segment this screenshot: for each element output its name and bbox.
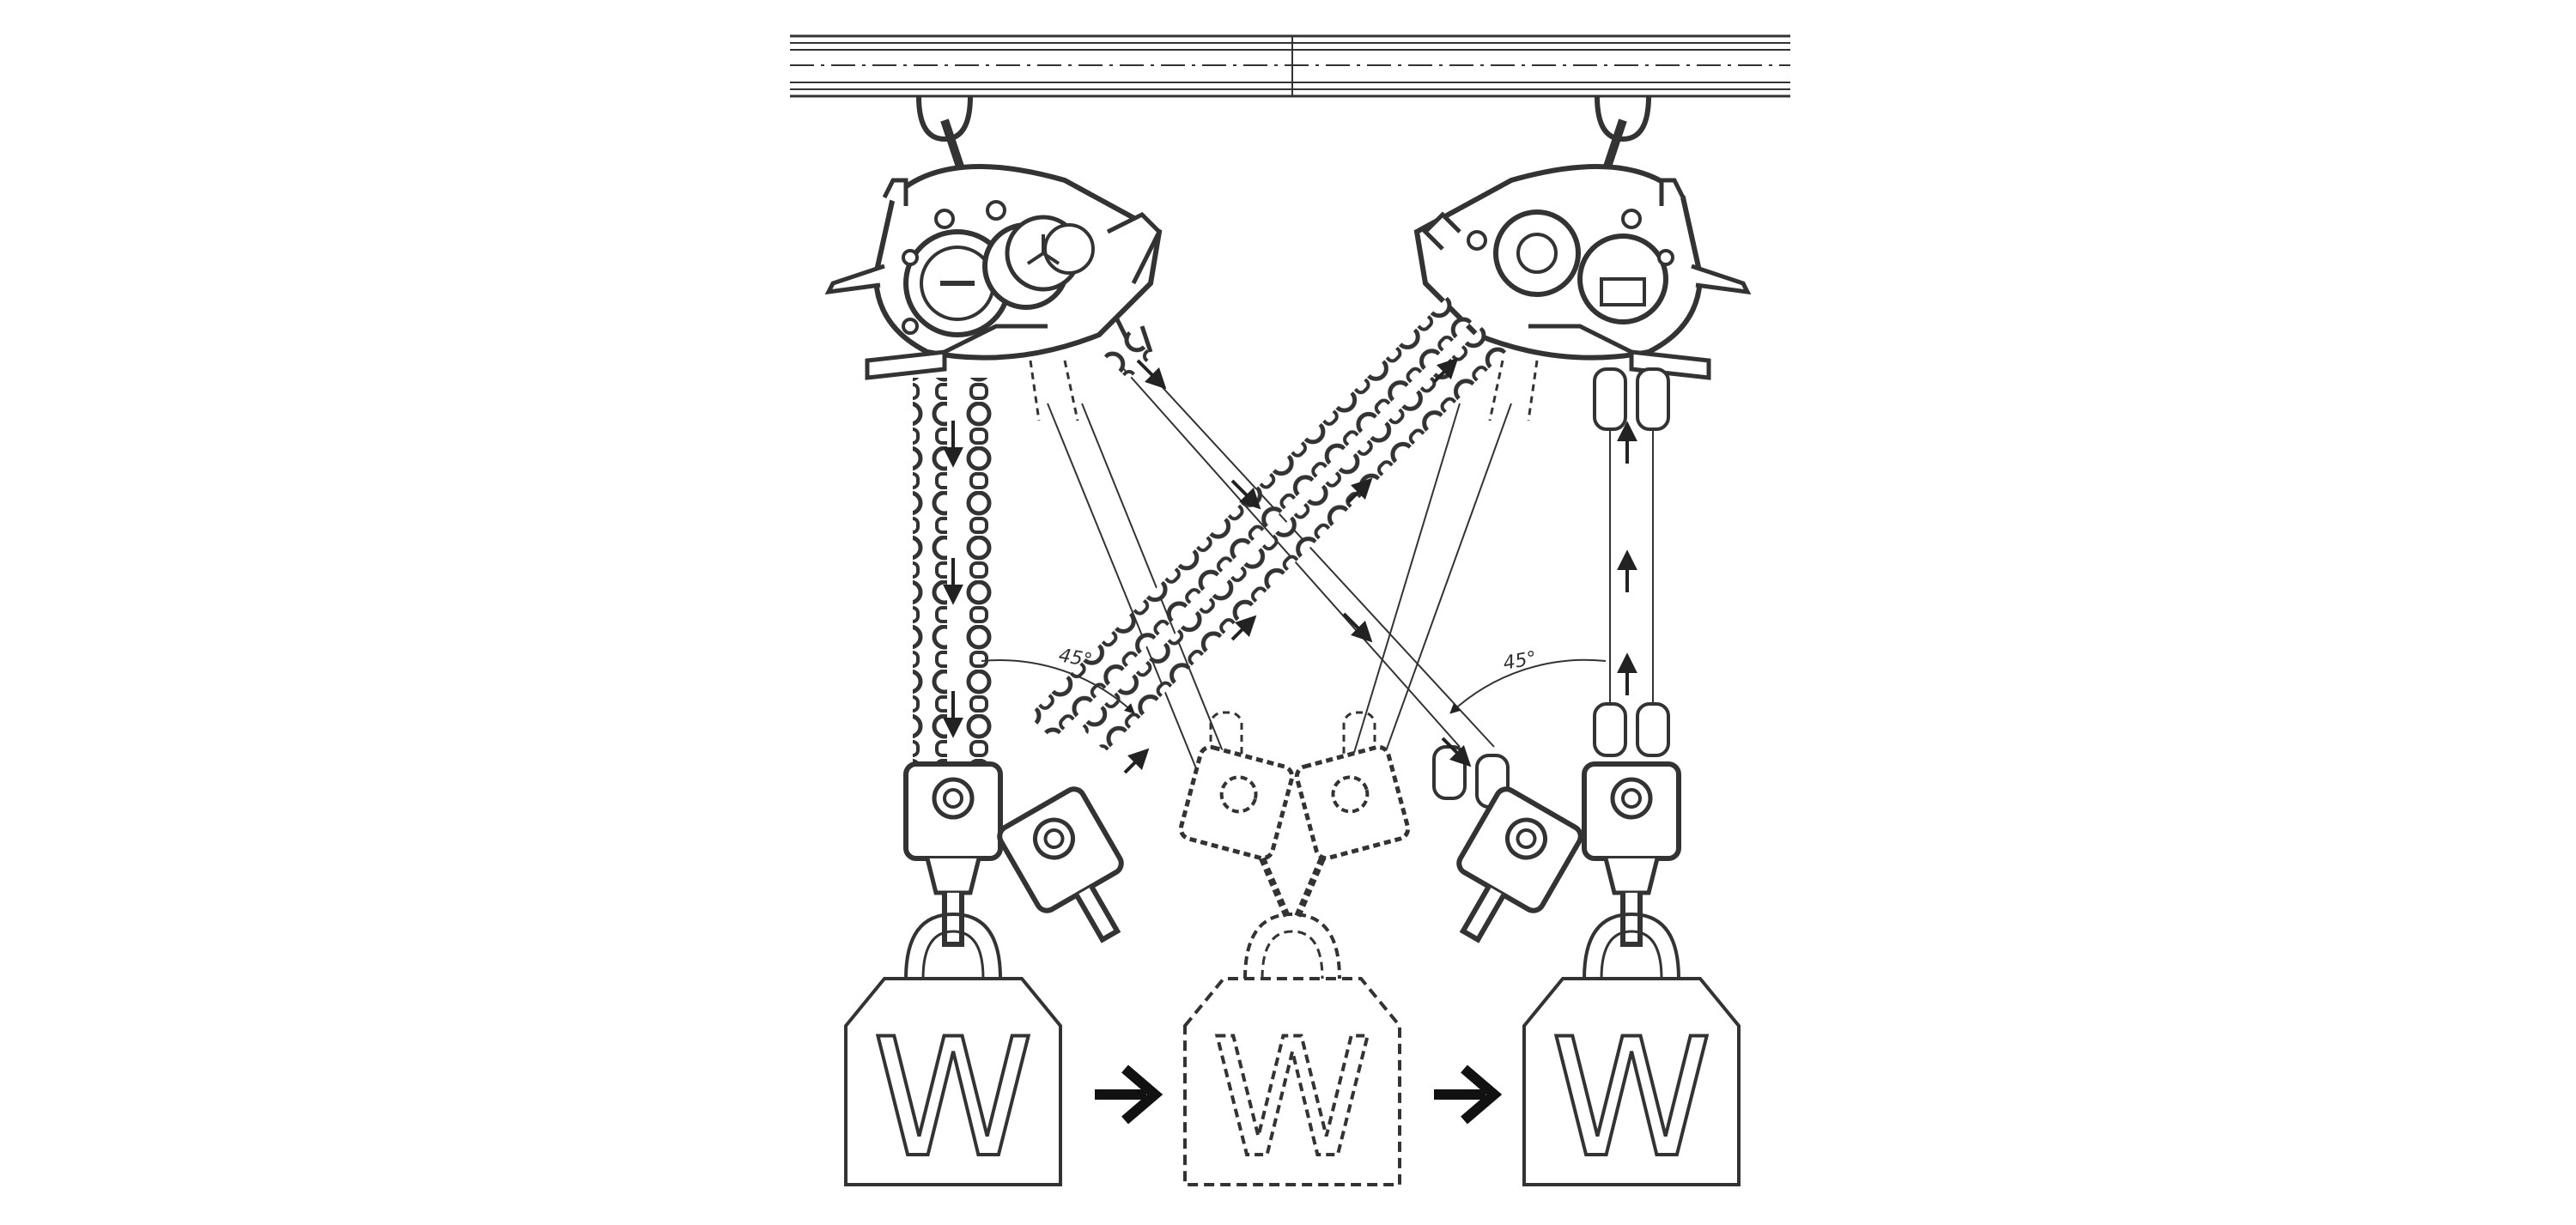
weight-middle-dashed: W [1183,912,1401,1195]
diagonal-down-right-arrow-icon [1342,612,1373,643]
left-hoist [824,95,1163,380]
right-diagonal-hook-block [1456,786,1583,943]
right-angle-indicator: 45° [1449,648,1607,714]
left-hook-block [903,761,1003,947]
left-diagonal-hook-block [997,786,1124,943]
right-hoist [1413,95,1752,380]
weight-right: W [1522,912,1741,1195]
diagonal-load-chain [1028,296,1507,752]
weight-right-label: W [1551,1004,1712,1193]
diagonal-down-right-arrow-icon [1230,479,1261,510]
right-hook-block [1582,761,1681,947]
weight-left: W [844,912,1062,1195]
diagonal-up-right-arrow-icon [1432,357,1459,384]
overhead-beam [790,34,1790,98]
right-arrow-icon [1095,1064,1163,1125]
left-load-chain [913,378,999,764]
left-angle-label: 45° [1057,645,1094,671]
diagonal-up-right-arrow-icon [1123,748,1150,774]
left-angle-indicator: 45° [981,645,1135,714]
right-angle-label: 45° [1502,648,1539,675]
chain-motion-arrows [943,357,1637,774]
right-load-chain [1593,367,1670,757]
right-arrow-icon [1434,1064,1503,1125]
diagonal-down-right-arrow-icon [1136,359,1167,390]
diagonal-down-right-arrow-icon [1441,737,1472,767]
middle-hook-blocks-dashed [1178,744,1411,920]
diagonal-up-right-arrow-icon [1230,615,1257,641]
weight-left-label: W [872,1004,1034,1193]
diagonal-up-right-arrow-icon [1346,477,1373,504]
weight-middle-label: W [1212,1004,1373,1193]
